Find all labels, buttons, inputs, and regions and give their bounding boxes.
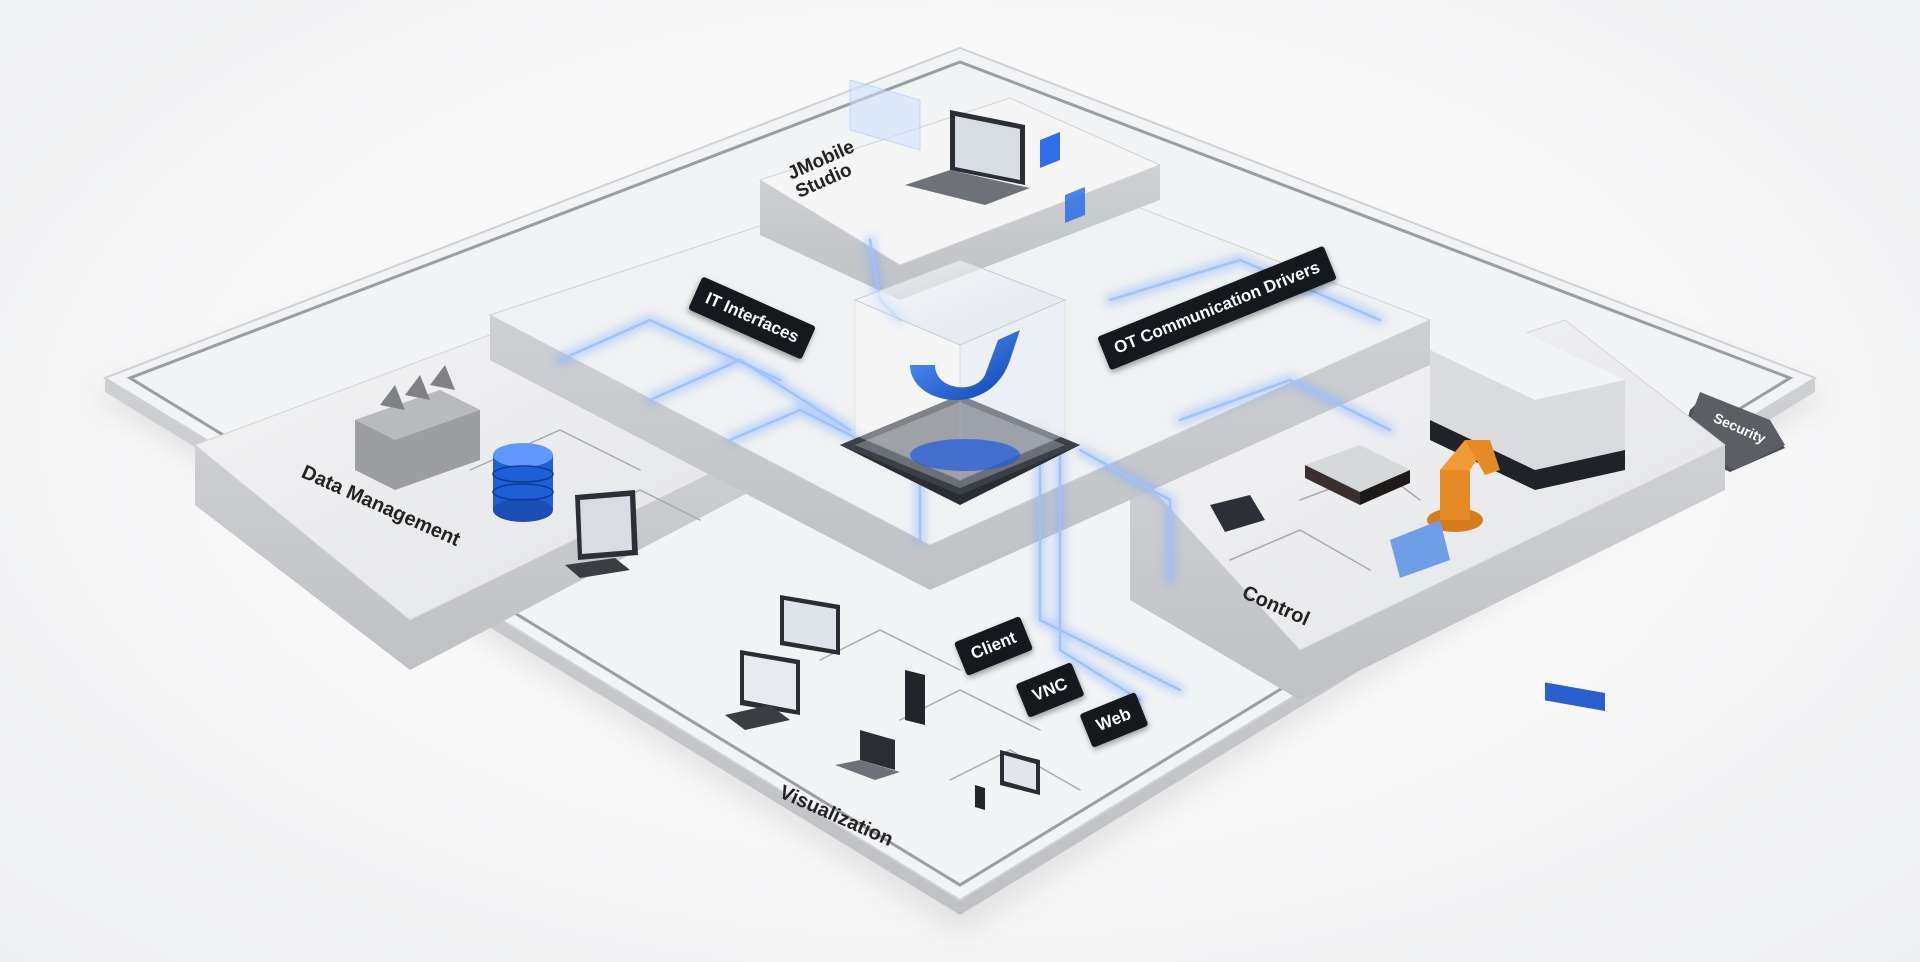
gateway-icon bbox=[1305, 445, 1410, 505]
robot-arm-icon bbox=[1427, 440, 1500, 532]
desktop-icon bbox=[565, 490, 638, 578]
logo-cube-icon bbox=[853, 259, 1067, 481]
monitor-icon bbox=[725, 595, 840, 730]
control-device-icon bbox=[1210, 495, 1450, 578]
database-icon bbox=[492, 443, 554, 522]
factory-icon bbox=[355, 365, 480, 490]
laptop-icon bbox=[905, 110, 1030, 205]
laptop-viz-icon bbox=[835, 730, 1040, 795]
floating-panel-icon bbox=[849, 79, 921, 151]
tablet-icon bbox=[1040, 132, 1085, 223]
phone-icon bbox=[905, 670, 985, 810]
